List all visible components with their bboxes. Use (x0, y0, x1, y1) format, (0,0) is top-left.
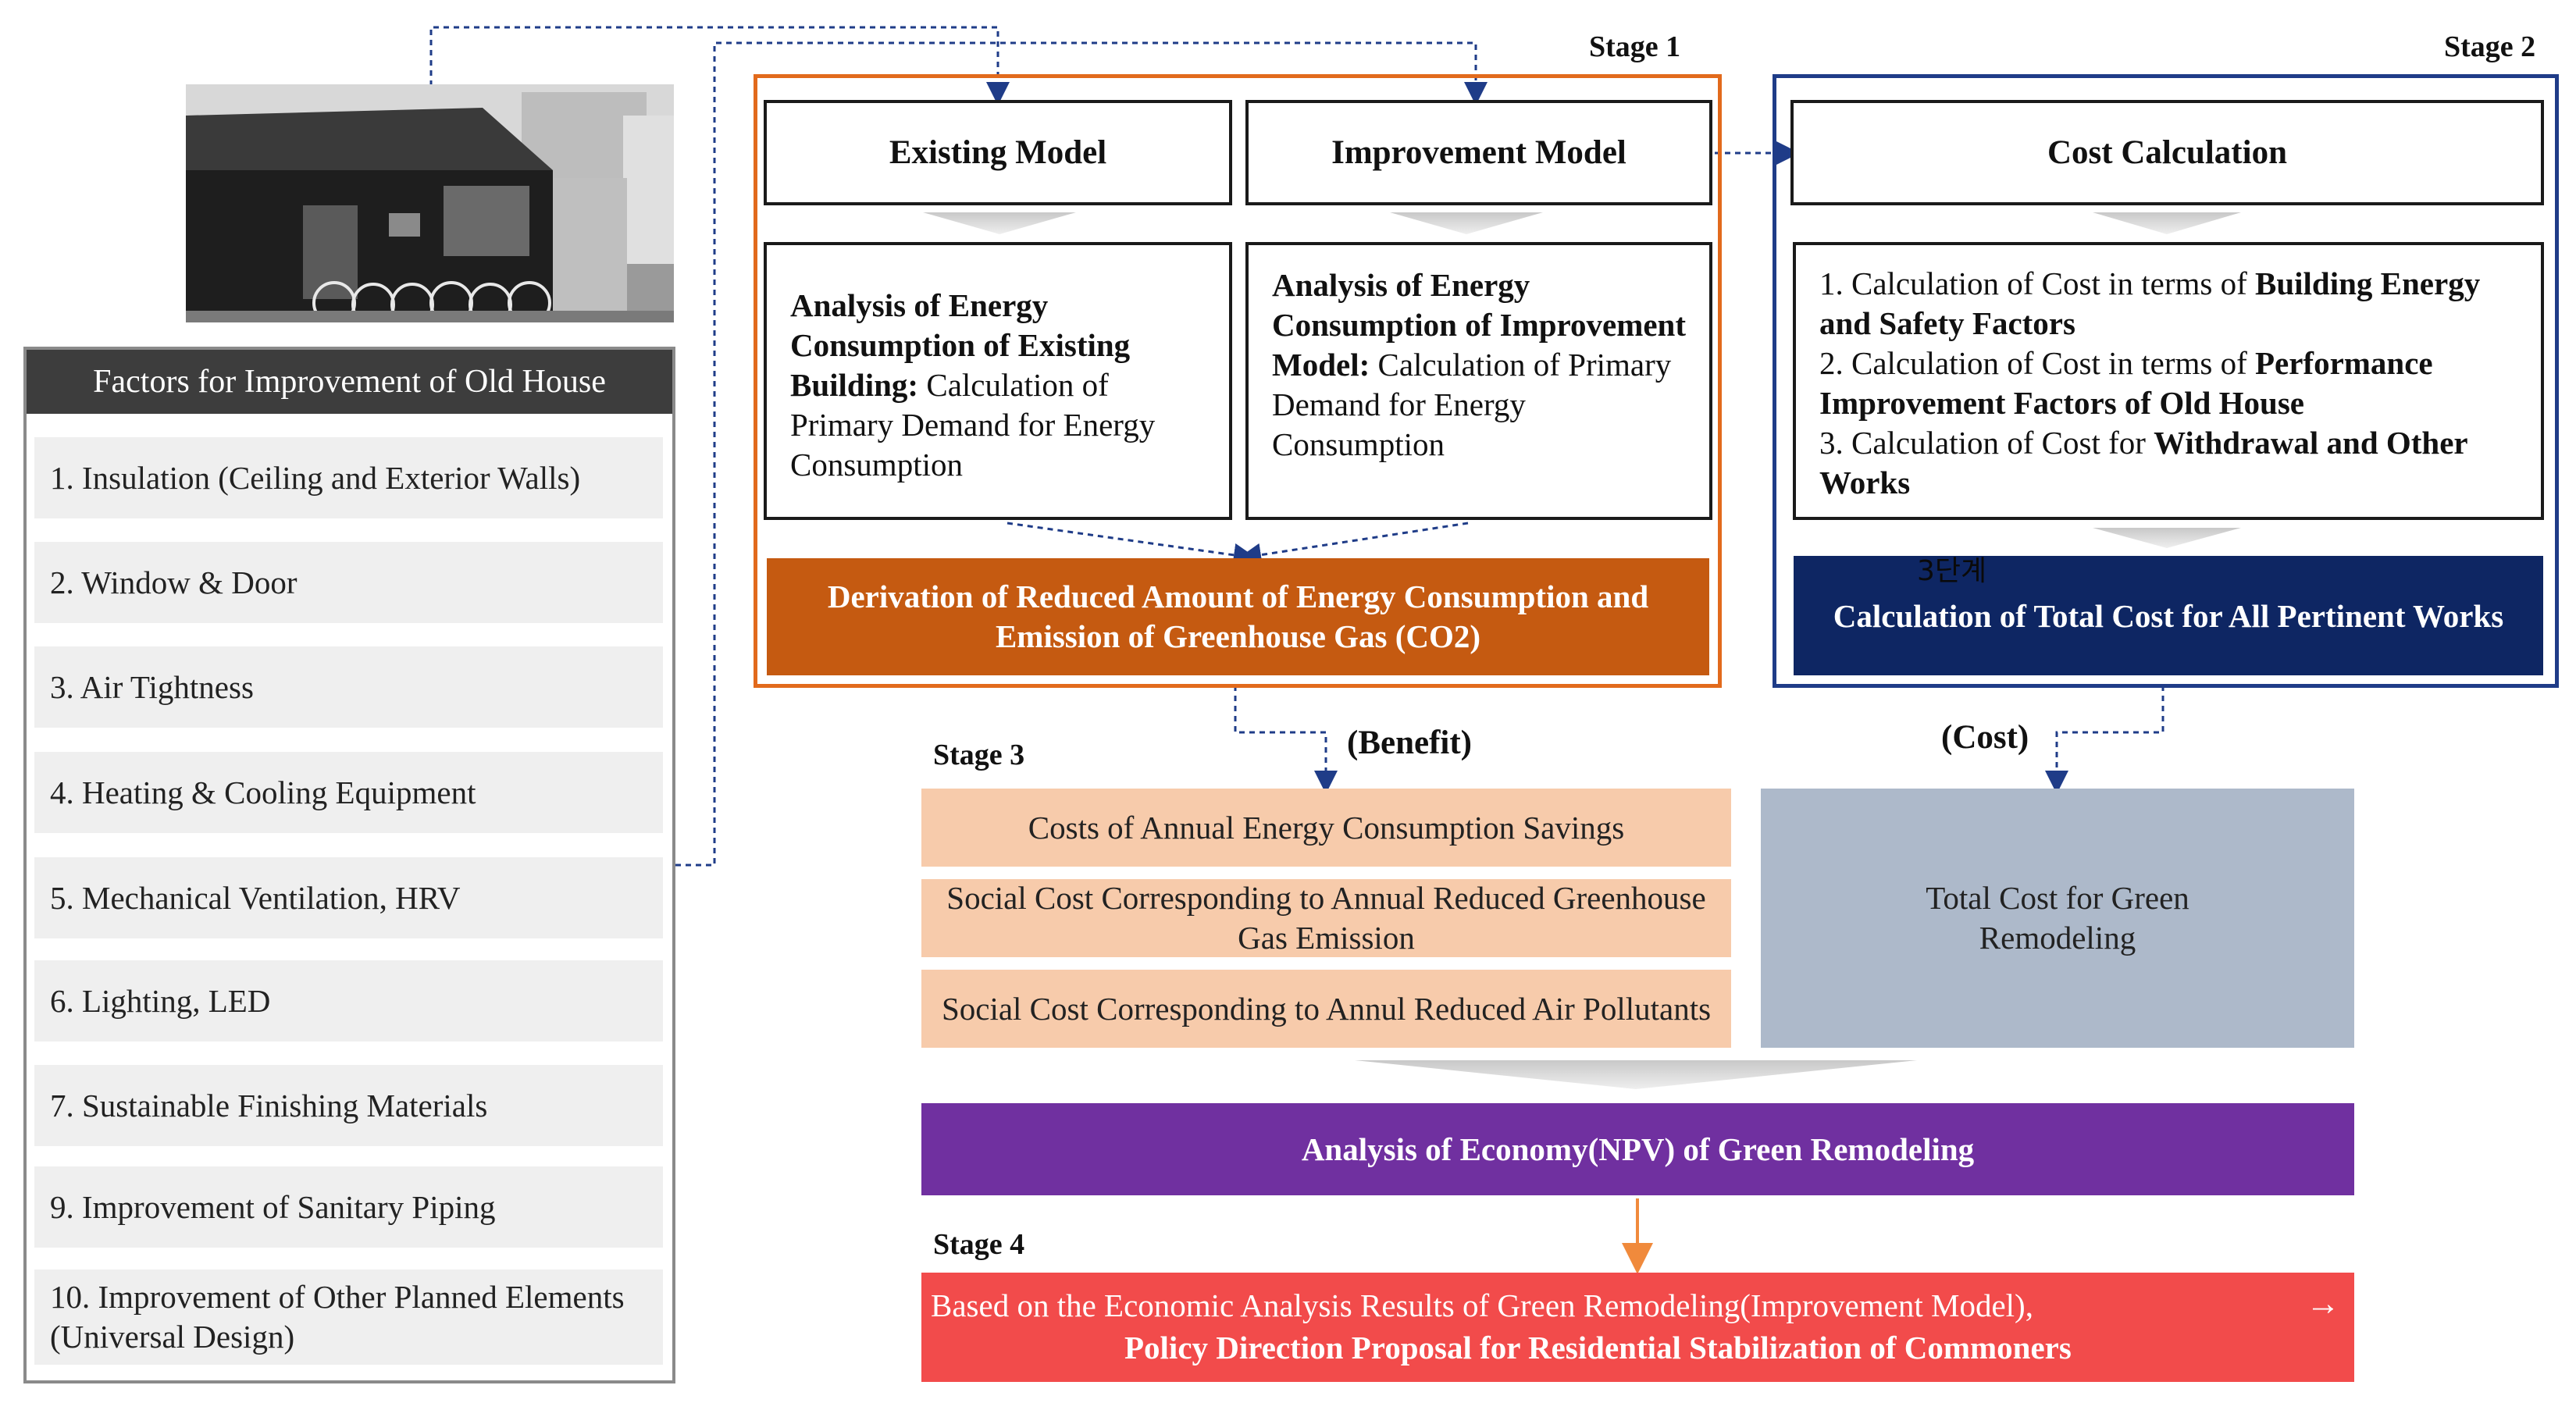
factor-item: 6. Lighting, LED (34, 960, 663, 1042)
derivation-box: Derivation of Reduced Amount of Energy C… (767, 558, 1709, 675)
cost-item-3-plain: 3. Calculation of Cost for (1819, 425, 2154, 461)
stage4-label: Stage 4 (933, 1228, 1025, 1261)
connector-derivation-to-benefit (1234, 685, 1338, 794)
connector-improvement-to-derivation (1238, 522, 1469, 567)
improvement-analysis-text: Calculation of Primary Demand for Energy… (1272, 347, 1672, 462)
factor-item: 10. Improvement of Other Planned Element… (34, 1269, 663, 1365)
cost-item-3: 3. Calculation of Cost for Withdrawal an… (1819, 423, 2525, 503)
connector-total-to-cost (2045, 685, 2164, 794)
existing-model-box: Existing Model (764, 100, 1232, 205)
old-house-photo (186, 84, 674, 326)
stage3-label: Stage 3 (933, 739, 1025, 771)
benefit-item: Social Cost Corresponding to Annual Redu… (921, 879, 1731, 957)
stage1-label: Stage 1 (1589, 30, 1681, 63)
chevron-cost-2 (2093, 528, 2241, 548)
benefit-item: Costs of Annual Energy Consumption Savin… (921, 789, 1731, 867)
benefit-item: Social Cost Corresponding to Annul Reduc… (921, 970, 1731, 1048)
cost-item-1: 1. Calculation of Cost in terms of Build… (1819, 264, 2525, 344)
factor-item: 5. Mechanical Ventilation, HRV (34, 857, 663, 938)
chevron-cost-1 (2093, 212, 2241, 234)
factors-title: Factors for Improvement of Old House (27, 350, 672, 414)
improvement-analysis-bold: Analysis of Energy Consumption of Improv… (1272, 267, 1686, 383)
factor-item: 1. Insulation (Ceiling and Exterior Wall… (34, 437, 663, 518)
stage2-frame (1773, 74, 2559, 688)
factor-item: 2. Window & Door (34, 542, 663, 623)
chevron-npv (1355, 1060, 1917, 1089)
factors-panel: Factors for Improvement of Old House 1. … (23, 347, 675, 1383)
cost-item-3-bold: Withdrawal and Other Works (1819, 425, 2467, 500)
cost-item-1-bold: Building Energy and Safety Factors (1819, 265, 2481, 341)
cost-calculation-box: Cost Calculation (1790, 100, 2544, 205)
chevron-existing (923, 212, 1076, 234)
arrow-right-icon: → (2306, 1284, 2340, 1323)
cost-items-box: 1. Calculation of Cost in terms of Build… (1793, 242, 2544, 520)
factor-item: 3. Air Tightness (34, 646, 663, 728)
cost-item-2-bold: Performance Improvement Factors of Old H… (1819, 345, 2433, 421)
benefit-label: (Benefit) (1347, 725, 1472, 761)
existing-analysis-box: Analysis of Energy Consumption of Existi… (764, 242, 1232, 520)
improvement-analysis-box: Analysis of Energy Consumption of Improv… (1245, 242, 1712, 520)
existing-analysis-text: Calculation of Primary Demand for Energy… (790, 367, 1156, 483)
total-cost-green-remodeling-box: Total Cost for Green Remodeling (1761, 789, 2354, 1048)
stage1-frame (754, 74, 1722, 688)
policy-proposal-box: Based on the Economic Analysis Results o… (921, 1273, 2354, 1382)
policy-line-1: Based on the Economic Analysis Results o… (931, 1287, 2033, 1323)
chevron-improvement (1390, 212, 1543, 234)
cost-label: (Cost) (1941, 719, 2029, 756)
cost-item-2: 2. Calculation of Cost in terms of Perfo… (1819, 344, 2525, 423)
factor-item: 9. Improvement of Sanitary Piping (34, 1166, 663, 1248)
policy-line-2: Policy Direction Proposal for Residentia… (1124, 1330, 2072, 1366)
total-cost-all-works-box: Calculation of Total Cost for All Pertin… (1794, 556, 2543, 675)
korean-stage-tag: 3단계 (1917, 555, 1987, 587)
factor-item: 7. Sustainable Finishing Materials (34, 1065, 663, 1146)
improvement-model-box: Improvement Model (1245, 100, 1712, 205)
npv-analysis-box: Analysis of Economy(NPV) of Green Remode… (921, 1103, 2354, 1195)
factor-item: 4. Heating & Cooling Equipment (34, 752, 663, 833)
existing-analysis-bold: Analysis of Energy Consumption of Existi… (790, 287, 1131, 403)
connector-factors-to-improvement (675, 41, 1488, 867)
cost-item-1-plain: 1. Calculation of Cost in terms of (1819, 265, 2255, 301)
cost-item-2-plain: 2. Calculation of Cost in terms of (1819, 345, 2255, 381)
stage2-label: Stage 2 (2444, 30, 2536, 63)
